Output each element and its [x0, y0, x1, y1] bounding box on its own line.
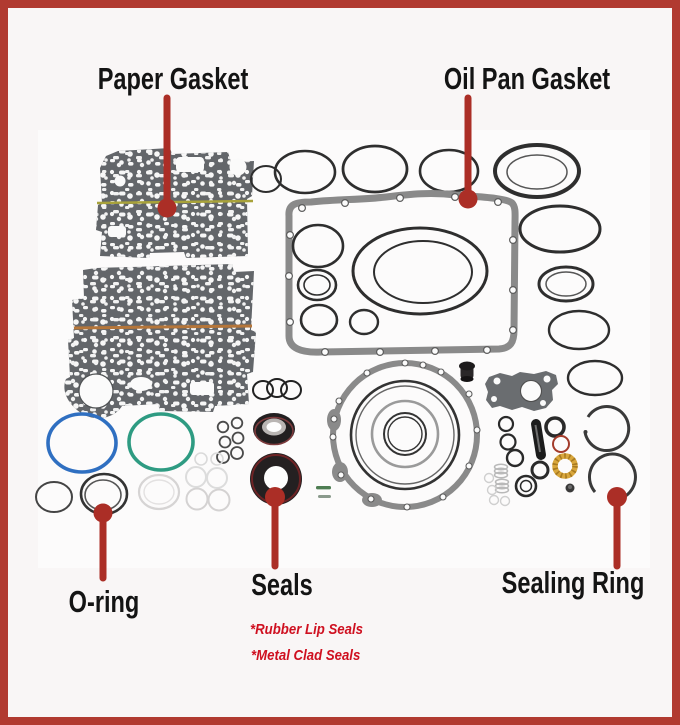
leader-dot-sealing-ring [607, 487, 627, 507]
green-clips [316, 486, 331, 498]
o-ring-blue [46, 412, 118, 474]
label-sealing-ring: Sealing Ring [501, 565, 645, 600]
leader-dot-oil-pan-gasket [458, 189, 478, 209]
paper-gasket-lower [64, 264, 256, 419]
leader-dot-paper-gasket [157, 198, 177, 218]
overlapping-rings [252, 378, 302, 400]
small-parts-cluster [483, 415, 578, 507]
o-ring-teal [127, 412, 195, 472]
copper-ring [552, 435, 570, 453]
o-rings-right-column [493, 143, 624, 397]
sealing-rings-open [583, 405, 637, 503]
faint-white-rings-small [194, 452, 224, 466]
bottom-left-rings [35, 466, 231, 516]
oil-pan-gasket-part [285, 190, 519, 357]
note-metal-clad-seals: *Metal Clad Seals [251, 647, 361, 664]
leader-dot-o-ring [93, 503, 113, 523]
paper-gasket-upper [96, 148, 254, 258]
metal-clad-seal-lower [250, 453, 302, 505]
label-seals: Seals [251, 567, 313, 602]
note-rubber-lip-seals: *Rubber Lip Seals [250, 621, 363, 638]
leader-lines [93, 94, 627, 582]
label-paper-gasket: Paper Gasket [97, 61, 249, 96]
leader-dot-seals [265, 487, 285, 507]
label-o-ring: O-ring [68, 584, 140, 619]
pump-gasket-part [327, 359, 481, 511]
bracket-gasket-part [485, 371, 558, 411]
black-o-rings-top-row [250, 144, 480, 195]
plug-cap-part [459, 361, 475, 382]
rubber-lip-seal-upper [253, 413, 295, 446]
label-oil-pan-gasket: Oil Pan Gasket [443, 61, 611, 96]
small-o-ring-cluster [216, 416, 245, 464]
